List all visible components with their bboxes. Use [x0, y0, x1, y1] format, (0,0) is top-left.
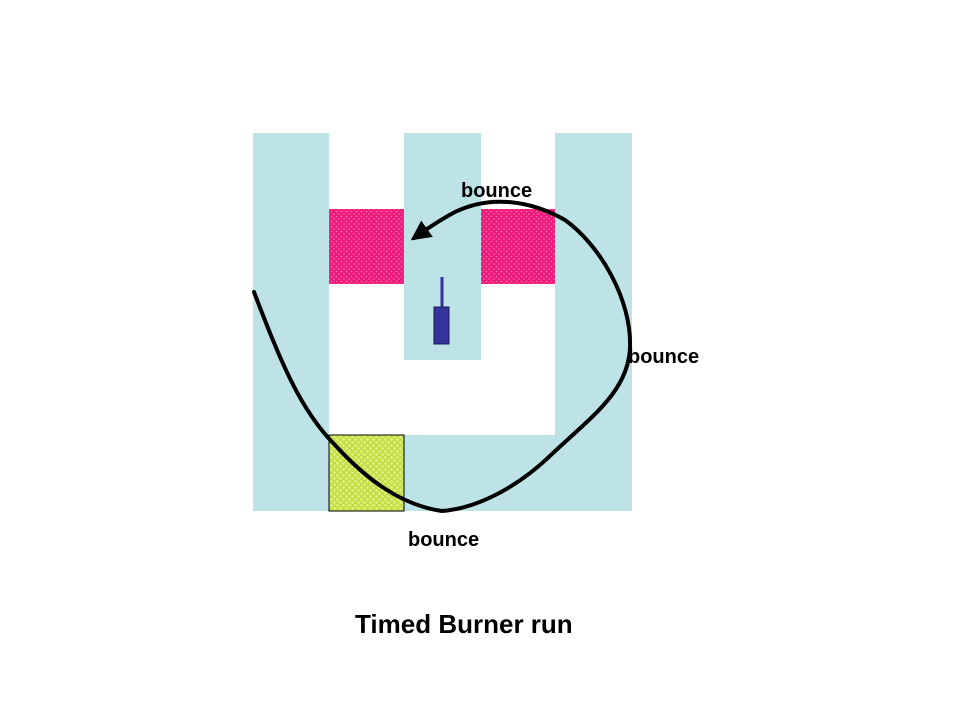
right-wall — [555, 133, 632, 511]
pink-zone-left — [329, 209, 404, 284]
bounce-label-top: bounce — [461, 180, 533, 202]
diagram-caption: Timed Burner run — [355, 609, 573, 639]
bounce-label-right: bounce — [628, 346, 700, 368]
run-path — [252, 199, 633, 514]
bounce-label-bottom: bounce — [408, 529, 480, 551]
robot — [433, 277, 450, 345]
robot-body — [433, 306, 450, 345]
pink-zone-right — [481, 209, 555, 284]
